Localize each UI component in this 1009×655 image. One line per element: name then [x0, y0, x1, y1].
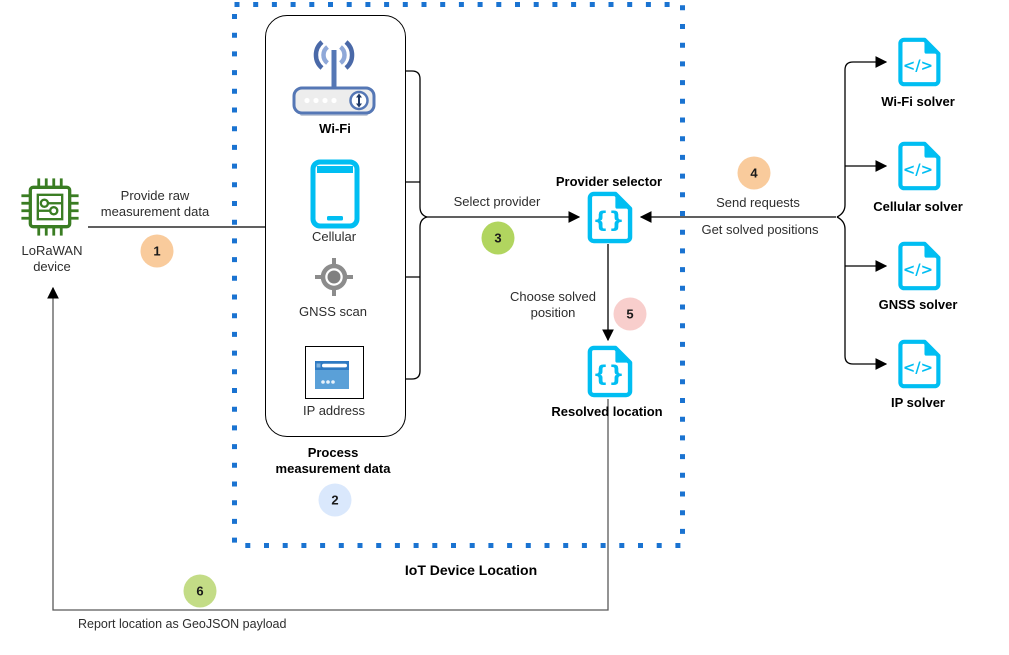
ip-solver-label: IP solver: [891, 395, 945, 410]
gnss-scan-icon: [313, 256, 355, 298]
svg-text:</>: </>: [903, 161, 933, 178]
edge-label-report-location: Report location as GeoJSON payload: [78, 617, 287, 631]
gnss-solver-icon: </>: [894, 241, 942, 291]
resolved-location-label: Resolved location: [551, 404, 663, 419]
cellular-label: Cellular: [311, 229, 357, 244]
provider-selector-label: Provider selector: [555, 174, 663, 189]
ip-address-label: IP address: [303, 403, 365, 418]
svg-text:</>: </>: [903, 359, 933, 376]
step-badge-3: 3: [481, 221, 515, 255]
cellular-solver-icon: </>: [894, 141, 942, 191]
ip-address-icon: [305, 346, 364, 399]
process-group-label: Process measurement data: [275, 445, 391, 476]
edge-label-send-requests: Send requests: [716, 195, 800, 210]
edge-label-get-solved-positions: Get solved positions: [701, 222, 819, 237]
wifi-router-icon: [288, 36, 380, 118]
cellular-phone-icon: [309, 159, 361, 229]
wifi-label: Wi-Fi: [319, 121, 351, 136]
bus-left-lower: [366, 216, 428, 380]
gnss-scan-label: GNSS scan: [299, 304, 367, 319]
edge-label-choose-solved-position: Choose solved position: [510, 289, 596, 320]
bus-left-upper: [374, 70, 428, 218]
svg-text:{}: {}: [592, 361, 624, 387]
ip-solver-icon: </>: [894, 339, 942, 389]
step-badge-4: 4: [737, 156, 771, 190]
step-badge-2: 2: [318, 483, 352, 517]
svg-text:</>: </>: [903, 261, 933, 278]
step-badge-1: 1: [140, 234, 174, 268]
wifi-solver-icon: </>: [894, 37, 942, 87]
step-badge-5: 5: [613, 297, 647, 331]
edge-label-select-provider: Select provider: [453, 194, 541, 209]
cellular-solver-label: Cellular solver: [873, 199, 963, 214]
resolved-location-icon: {}: [584, 345, 633, 398]
edge-report-location: [47, 286, 609, 611]
wifi-solver-label: Wi-Fi solver: [881, 94, 955, 109]
lorawan-chip-icon: [20, 177, 80, 237]
bus-right-wifi-solver: [836, 56, 888, 218]
edge-label-provide-raw: Provide raw measurement data: [100, 188, 210, 219]
svg-text:{}: {}: [592, 207, 624, 233]
svg-text:</>: </>: [903, 57, 933, 74]
iot-device-location-title: IoT Device Location: [404, 562, 538, 578]
gnss-solver-label: GNSS solver: [878, 297, 958, 312]
provider-selector-icon: {}: [584, 191, 633, 244]
bus-right-ip-solver: [836, 216, 888, 370]
lorawan-device-label: LoRaWAN device: [21, 243, 83, 274]
step-badge-6: 6: [183, 574, 217, 608]
